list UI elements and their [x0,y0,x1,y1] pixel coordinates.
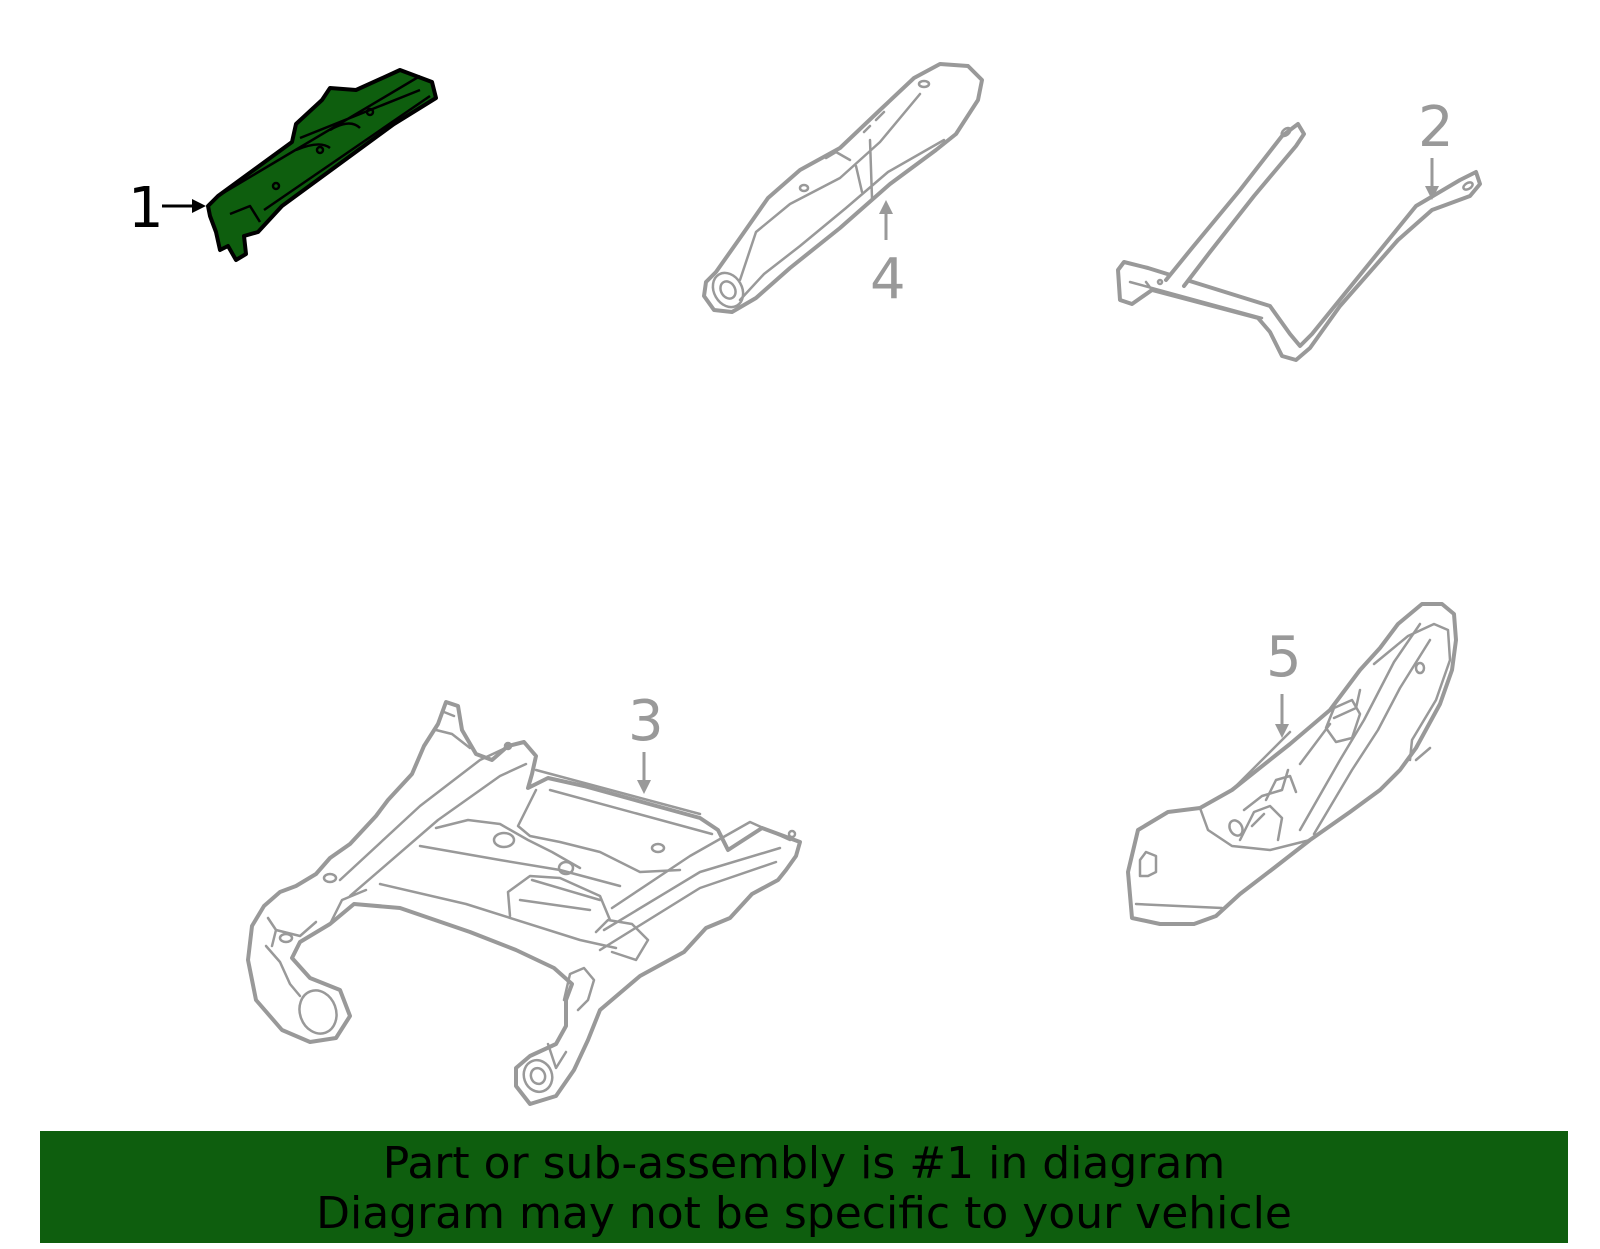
callout-5: 5 [1266,625,1302,738]
callout-4-number: 4 [870,247,906,312]
part-4-side-track[interactable] [702,62,984,314]
callout-3-number: 3 [628,689,664,754]
callout-1-number: 1 [128,176,164,241]
banner-line-1: Part or sub-assembly is #1 in diagram [382,1138,1226,1189]
part-2-bent-bar[interactable] [1116,122,1482,362]
info-banner: Part or sub-assembly is #1 in diagram Di… [40,1131,1568,1243]
callout-1-arrow-head [192,199,206,213]
banner-line-2: Diagram may not be specific to your vehi… [316,1188,1292,1239]
callout-1: 1 [128,176,206,241]
callout-5-arrow-head [1275,724,1289,738]
callout-5-number: 5 [1266,625,1302,690]
callout-3: 3 [628,689,664,794]
callout-2: 2 [1418,95,1454,200]
callout-4: 4 [870,200,906,312]
callout-2-arrow-head [1425,186,1439,200]
part-5-seat-back[interactable] [1126,602,1458,926]
callout-4-arrow-head [879,200,893,214]
part-3-seat-frame[interactable] [246,700,802,1106]
part-1-seat-track[interactable] [206,68,438,262]
callout-3-arrow-head [637,780,651,794]
callout-2-number: 2 [1418,95,1454,160]
